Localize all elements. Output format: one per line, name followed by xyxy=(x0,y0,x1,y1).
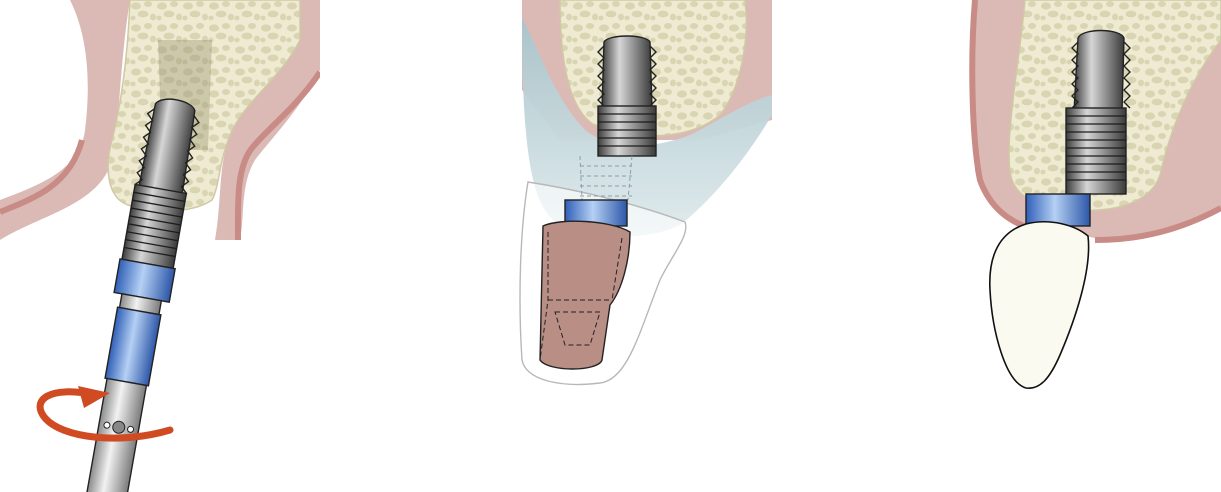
implant xyxy=(598,36,656,156)
driver-adapter xyxy=(105,307,161,386)
panel-final-crown xyxy=(972,0,1221,388)
final-crown xyxy=(990,222,1089,388)
implant-collar xyxy=(1026,194,1090,226)
panel-abutment-and-provisional xyxy=(520,0,772,384)
panel-implant-insertion xyxy=(0,0,320,492)
